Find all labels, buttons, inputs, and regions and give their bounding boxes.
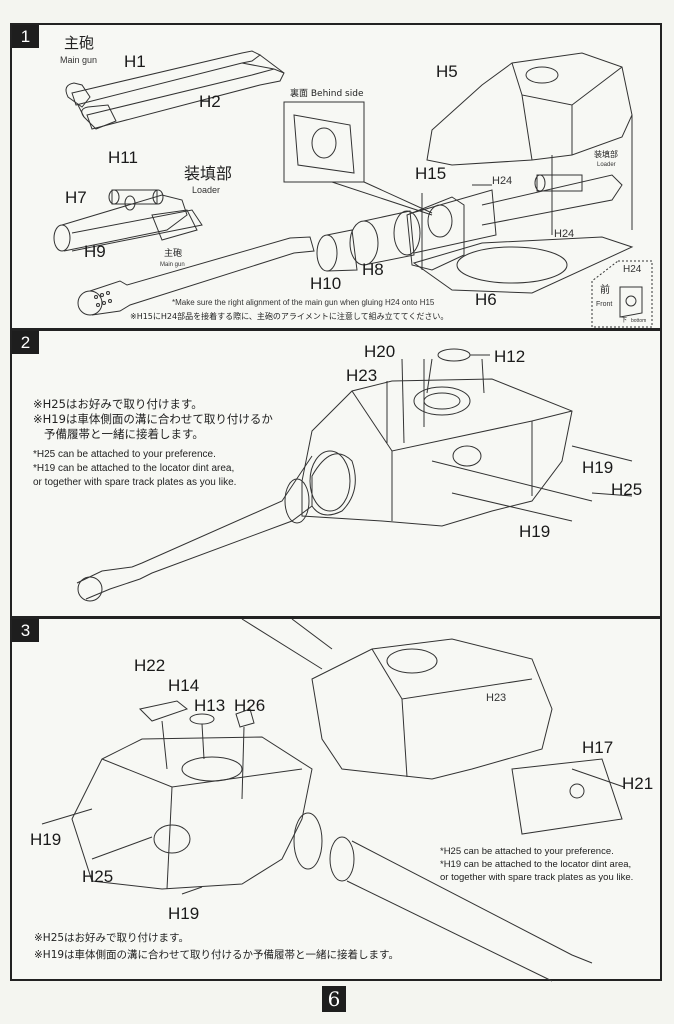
loader-small-label-en: Loader [597,162,616,168]
part-h7-label: H7 [65,188,87,207]
right-loader-illustration [481,174,623,226]
part-h19-label-a: H19 [582,458,614,477]
main-gun-illustration [346,840,593,982]
part-h25-label: H25 [611,480,643,499]
main-gun-illustration [76,455,313,602]
turret-illustration [301,378,573,527]
step-1-panel: 1 [10,23,662,330]
part-h23-label: H23 [486,692,507,704]
front-turret-illustration [71,736,355,890]
part-h2-label: H2 [199,92,221,111]
part-h6-label: H6 [475,290,497,309]
rear-turret-illustration [241,619,553,780]
part-h8-label: H8 [362,260,384,279]
step-2-panel: 2 [10,329,662,618]
part-h15-label: H15 [415,164,447,183]
step-number: 2 [12,331,39,354]
part-h17-label: H17 [582,738,614,757]
mantlet-illustration [316,189,497,272]
part-h26-label: H26 [234,696,266,715]
part-h11-label: H11 [108,148,138,167]
part-h22-label: H22 [134,656,166,675]
part-h10-label: H10 [310,274,342,293]
rear-hatch-h17-illustration [511,758,623,835]
step-2-note-en-3: or together with spare track plates as y… [33,477,237,488]
turret-floor-h6-illustration [412,236,634,294]
part-h19-label-b: H19 [168,904,200,923]
step-3-note-jp-1: ※H25はお好みで取り付けます。 [34,932,190,944]
assembly-lines [386,358,633,522]
behind-side-inset [283,101,433,216]
part-h20-label: H20 [364,342,396,361]
h24-inset-front-jp: 前 [600,285,610,296]
step-2-note-en-1: *H25 can be attached to your preference. [33,449,216,460]
step-3-note-en-1: *H25 can be attached to your preference. [440,846,614,857]
hatch-parts-illustration [138,700,255,800]
turret-h5-illustration [426,52,633,166]
h24-inset-illustration [591,260,653,328]
main-gun-barrels-illustration [65,50,285,130]
assembly-lines [421,115,633,270]
step-3-note-en-3: or together with spare track plates as y… [440,872,634,883]
step-3-diagram [41,619,625,982]
main-gun-long-illustration [77,236,315,316]
step-2-note-jp-2: ※H19は車体側面の溝に合わせて取り付けるか [33,412,273,426]
main-gun-small-label-jp: 主砲 [164,249,183,259]
h24-inset-bottom-jp: 下 [621,317,628,324]
h24-inset-front-en: Front [596,301,613,308]
part-h24-label-b: H24 [554,228,575,240]
step-1-note-jp: ※H15にH24部品を接着する際に、主砲のアライメントに注意して組み立ててくださ… [130,312,449,321]
main-gun-small-label-en: Main gun [160,262,185,268]
part-h5-label: H5 [436,62,458,81]
loader-label-jp: 装填部 [184,164,233,183]
part-h23-label: H23 [346,366,378,385]
step-number: 1 [12,25,39,48]
step-2-note-jp-1: ※H25はお好みで取り付けます。 [33,397,203,411]
part-h13-label: H13 [194,696,226,715]
step-1-note-en: *Make sure the right alignment of the ma… [172,298,435,307]
main-gun-label-en: Main gun [60,55,98,65]
part-h25-label: H25 [82,867,114,886]
step-3-note-jp-2: ※H19は車体側面の溝に合わせて取り付けるか予備履帯と一緒に接着します。 [34,949,400,961]
h24-inset-bottom-en: bottom [631,318,647,324]
behind-side-label: 裏面 Behind side [290,89,364,99]
part-h24-label-a: H24 [492,175,513,187]
main-gun-label-jp: 主砲 [64,34,95,52]
part-h1-label: H1 [124,52,146,71]
loader-small-label-jp: 装填部 [594,150,618,159]
assembly-lines [41,768,625,895]
step-2-note-en-2: *H19 can be attached to the locator dint… [33,463,235,474]
h15-plate-illustration [406,196,465,271]
part-h12-label: H12 [494,347,526,366]
h24-inset-title: H24 [623,264,642,275]
part-h14-label: H14 [168,676,200,695]
step-3-panel: 3 [10,617,662,982]
step-3-note-en-2: *H19 can be attached to the locator dint… [440,859,632,870]
part-h19-label-b: H19 [519,522,551,541]
part-h9-label: H9 [84,242,106,261]
step-2-diagram [76,348,633,602]
step-2-note-jp-3: 予備履帯と一緒に接着します。 [44,427,204,441]
part-h21-label: H21 [622,774,654,793]
step-1-diagram [53,50,653,328]
part-h19-label-a: H19 [30,830,62,849]
hatch-h12-illustration [437,348,490,362]
loader-label-en: Loader [192,185,221,195]
page-number: 6 [322,986,346,1012]
loader-illustration [53,189,203,252]
step-number: 3 [12,619,39,642]
